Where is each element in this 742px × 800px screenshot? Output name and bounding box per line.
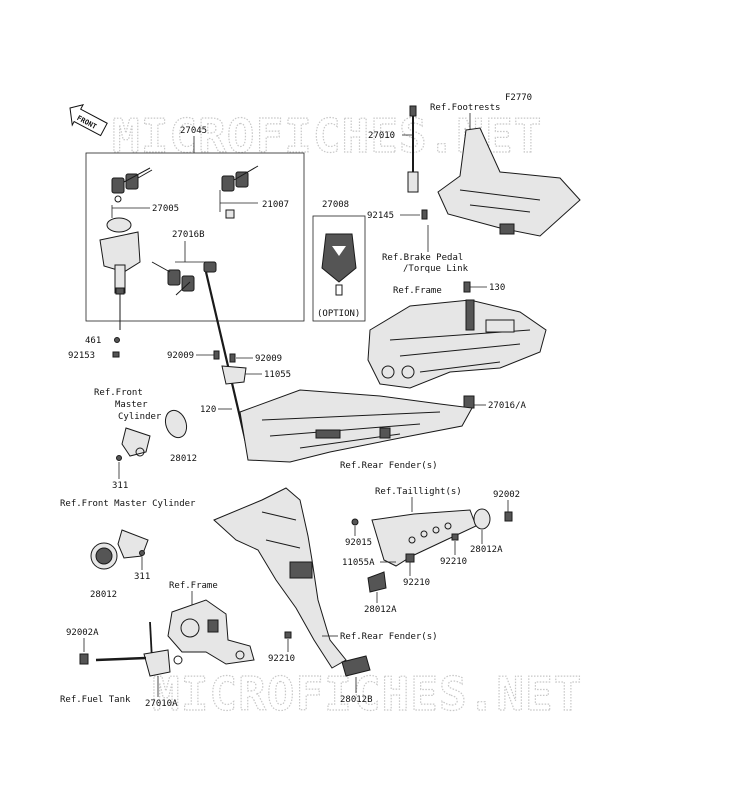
reflector-28012a-right-icon — [473, 508, 491, 530]
diagram-code: F2770 — [505, 93, 532, 103]
label-92210-a: 92210 — [403, 578, 430, 588]
footrest-bracket — [437, 127, 581, 237]
label-92002A: 92002A — [66, 628, 99, 638]
reflector-28012-top-icon — [164, 409, 188, 439]
label-ref-front-master-2: Master — [115, 400, 148, 410]
label-ref-rear-fender-bottom: Ref.Rear Fender(s) — [340, 632, 438, 642]
part-92210-b-icon — [451, 533, 459, 541]
label-27005: 27005 — [152, 204, 179, 214]
sidestand-switch-27010a — [143, 621, 183, 677]
label-28012A-bottom: 28012A — [364, 605, 397, 615]
label-11055A: 11055A — [342, 558, 375, 568]
part-92002a-icon — [79, 653, 89, 665]
smart-key-icon — [321, 233, 357, 296]
label-ref-brake-2: /Torque Link — [403, 264, 469, 274]
label-27016A: 27016/A — [488, 401, 527, 411]
front-master-bracket-top — [121, 427, 151, 457]
label-21007: 21007 — [262, 200, 289, 210]
rear-fender-assembly — [213, 487, 347, 669]
label-ref-taillight: Ref.Taillight(s) — [375, 487, 462, 497]
label-311-b: 311 — [134, 572, 150, 582]
frame-bracket-bottom — [167, 599, 255, 665]
label-ref-rear-fender-top: Ref.Rear Fender(s) — [340, 461, 438, 471]
label-92015: 92015 — [345, 538, 372, 548]
front-arrow-icon: FRONT — [69, 103, 108, 137]
label-92145: 92145 — [367, 211, 394, 221]
label-28012-a: 28012 — [170, 454, 197, 464]
part-311-b-icon — [139, 550, 145, 556]
label-ref-brake-1: Ref.Brake Pedal — [382, 253, 463, 263]
label-92210-c: 92210 — [268, 654, 295, 664]
reflector-28012a-bottom-icon — [367, 571, 387, 593]
part-311-a-icon — [116, 455, 122, 461]
bracket-11055-icon — [221, 365, 247, 385]
label-ref-front-master-cyl: Ref.Front Master Cylinder — [60, 499, 196, 509]
label-11055: 11055 — [264, 370, 291, 380]
label-92002: 92002 — [493, 490, 520, 500]
label-92009-a: 92009 — [167, 351, 194, 361]
ignition-kit-box — [85, 152, 305, 322]
label-27010: 27010 — [368, 131, 395, 141]
rear-fender-top — [239, 389, 473, 463]
label-130: 130 — [489, 283, 505, 293]
label-ref-footrests: Ref.Footrests — [430, 103, 500, 113]
label-311-a: 311 — [112, 481, 128, 491]
label-28012-b: 28012 — [90, 590, 117, 600]
label-120: 120 — [200, 405, 216, 415]
label-ref-front-master-3: Cylinder — [118, 412, 162, 422]
key-pair-27016b — [151, 261, 217, 296]
reflector-28012b-icon — [341, 655, 371, 677]
label-ref-fuel-tank: Ref.Fuel Tank — [60, 695, 131, 705]
label-92153: 92153 — [68, 351, 95, 361]
label-27045: 27045 — [180, 126, 207, 136]
label-461: 461 — [85, 336, 101, 346]
label-28012A-right: 28012A — [470, 545, 503, 555]
part-92009-b-icon — [229, 353, 236, 363]
label-27016B: 27016B — [172, 230, 205, 240]
part-92015-icon — [351, 518, 359, 526]
label-ref-frame-bottom: Ref.Frame — [169, 581, 218, 591]
key-pair-left — [111, 167, 153, 203]
ignition-switch — [99, 217, 141, 330]
part-27016a-icon — [463, 395, 475, 409]
label-27010A: 27010A — [145, 699, 178, 709]
part-461-icon — [114, 337, 120, 343]
label-28012B: 28012B — [340, 695, 373, 705]
label-92210-b: 92210 — [440, 557, 467, 567]
label-27008: 27008 — [322, 200, 349, 210]
part-92002-icon — [504, 511, 513, 522]
part-92009-a-icon — [213, 350, 220, 360]
part-92145-icon — [421, 209, 428, 220]
option-key-box — [312, 215, 366, 322]
label-ref-front-master-1: Ref.Front — [94, 388, 143, 398]
brake-light-switch-27010 — [407, 105, 419, 193]
part-130-icon — [463, 281, 471, 293]
option-label: (OPTION) — [317, 309, 360, 319]
label-92009-b: 92009 — [255, 354, 282, 364]
rear-frame-top — [367, 299, 547, 389]
watermark-bottom: MICROFICHES.NET — [152, 667, 582, 721]
label-ref-frame-top: Ref.Frame — [393, 286, 442, 296]
fuel-tank-hose — [95, 656, 147, 662]
part-92210-c-icon — [284, 631, 292, 639]
part-92153-icon — [112, 351, 120, 358]
key-pair-right — [221, 165, 259, 219]
